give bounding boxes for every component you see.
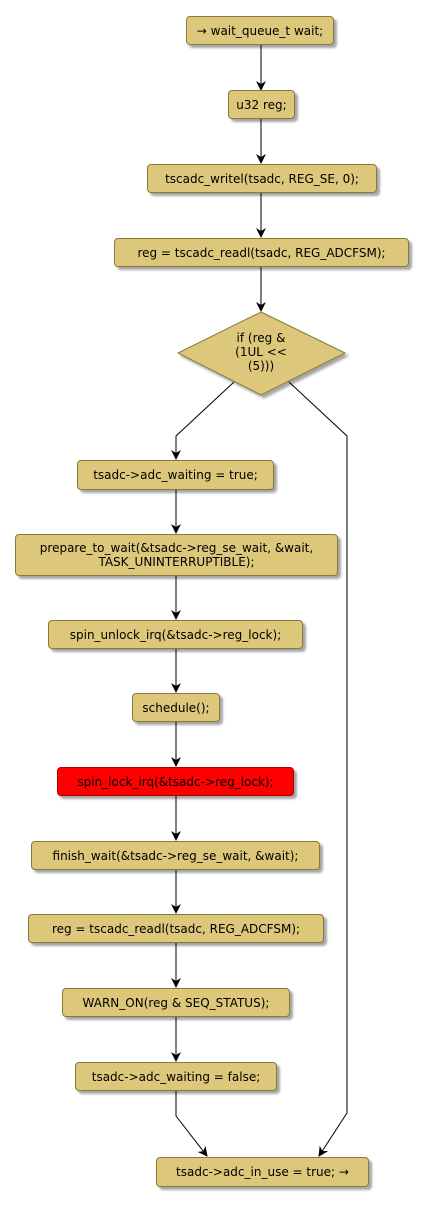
edges (171, 45, 348, 1157)
node-wait-queue-decl: → wait_queue_t wait; (186, 16, 334, 45)
node-finish-wait: finish_wait(&tsadc->reg_se_wait, &wait); (31, 841, 320, 870)
edge-n13-n14 (175, 1091, 208, 1157)
node-prepare-to-wait: prepare_to_wait(&tsadc->reg_se_wait, &wa… (15, 534, 338, 576)
node-spin-lock-irq: spin_lock_irq(&tsadc->reg_lock); (57, 767, 294, 796)
decision-diamond (176, 311, 347, 396)
node-tscadc-writel: tscadc_writel(tsadc, REG_SE, 0); (147, 164, 377, 193)
node-adc-in-use-true: tsadc->adc_in_use = true; → (156, 1157, 369, 1187)
node-schedule: schedule(); (132, 693, 220, 722)
node-warn-on: WARN_ON(reg & SEQ_STATUS); (62, 988, 290, 1017)
node-spin-unlock-irq: spin_unlock_irq(&tsadc->reg_lock); (48, 620, 303, 649)
edge-decision-n14 (288, 381, 348, 1157)
node-adc-waiting-false: tsadc->adc_waiting = false; (75, 1062, 277, 1091)
node-reg-readl-2: reg = tscadc_readl(tsadc, REG_ADCFSM); (28, 914, 324, 943)
edge-decision-n5 (171, 381, 235, 460)
decision-label: if (reg & (1UL << (5))) (235, 331, 287, 373)
node-adc-waiting-true: tsadc->adc_waiting = true; (77, 460, 274, 490)
node-u32-reg-decl: u32 reg; (228, 90, 295, 119)
node-reg-readl-1: reg = tscadc_readl(tsadc, REG_ADCFSM); (114, 238, 409, 267)
